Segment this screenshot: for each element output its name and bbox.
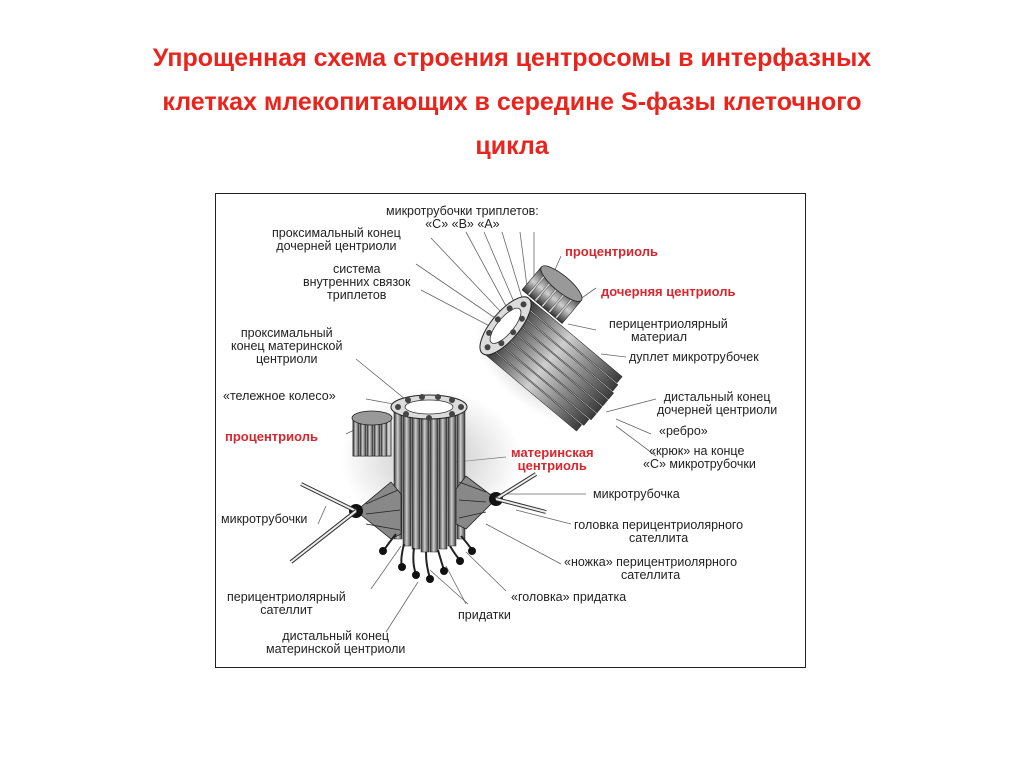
daughter-centriole [474, 296, 623, 432]
label-appendage-head: «головка» придатка [511, 590, 627, 604]
label-triplet-microtubules: микротрубочки триплетов: «С» «В» «А» [386, 204, 539, 231]
label-distal-end-mother: дистальный конец материнской центриоли [266, 629, 406, 656]
procentriole-left [351, 410, 393, 457]
diagram-drawing [289, 231, 657, 633]
label-pericentriolar-satellite: перицентриолярный сателлит [227, 590, 346, 617]
label-rib: «ребро» [659, 424, 708, 438]
daughter-end-ring [479, 296, 532, 356]
label-appendages: придатки [458, 608, 511, 622]
centrosome-diagram: микротрубочки триплетов: «С» «В» «А» про… [215, 193, 806, 668]
title-line-1: Упрощенная схема строения центросомы в и… [152, 44, 872, 72]
label-cartwheel: «тележное колесо» [223, 389, 336, 403]
microtubules [289, 472, 547, 564]
page-title: Упрощенная схема строения центросомы в и… [60, 36, 964, 168]
label-proximal-end-mother: проксимальный конец материнской центриол… [231, 326, 343, 366]
label-pericentriolar-material: перицентриолярный материал [609, 317, 728, 344]
label-proximal-end-daughter: проксимальный конец дочерней центриоли [272, 226, 401, 253]
procentriole-top [521, 265, 583, 324]
mother-top-ring [390, 394, 468, 421]
daughter-tubes [484, 299, 623, 432]
title-line-2: клетках млекопитающих в середине S-фазы … [162, 88, 862, 116]
label-microtubules: микротрубочки [221, 512, 308, 526]
label-microtubule: микротрубочка [593, 487, 680, 501]
leader-lines [317, 231, 657, 633]
label-inner-links-system: система внутренних связок триплетов [303, 262, 411, 302]
label-satellite-head: головка перицентриолярного сателлита [574, 518, 744, 545]
label-distal-end-daughter: дистальный конец дочерней центриоли [657, 390, 778, 417]
label-microtubule-doublet: дуплет микротрубочек [629, 350, 759, 364]
label-mother-centriole: материнская центриоль [511, 445, 594, 473]
title-line-3: цикла [475, 132, 549, 160]
label-daughter-centriole: дочерняя центриоль [601, 284, 736, 299]
appendage-heads [379, 547, 476, 583]
mother-tubes [393, 403, 466, 553]
label-procentriole-left: процентриоль [225, 429, 318, 444]
label-procentriole-top: процентриоль [565, 244, 658, 259]
label-satellite-leg: «ножка» перицентриолярного сателлита [564, 555, 738, 582]
label-hook: «крюк» на конце «С» микротрубочки [643, 444, 756, 471]
